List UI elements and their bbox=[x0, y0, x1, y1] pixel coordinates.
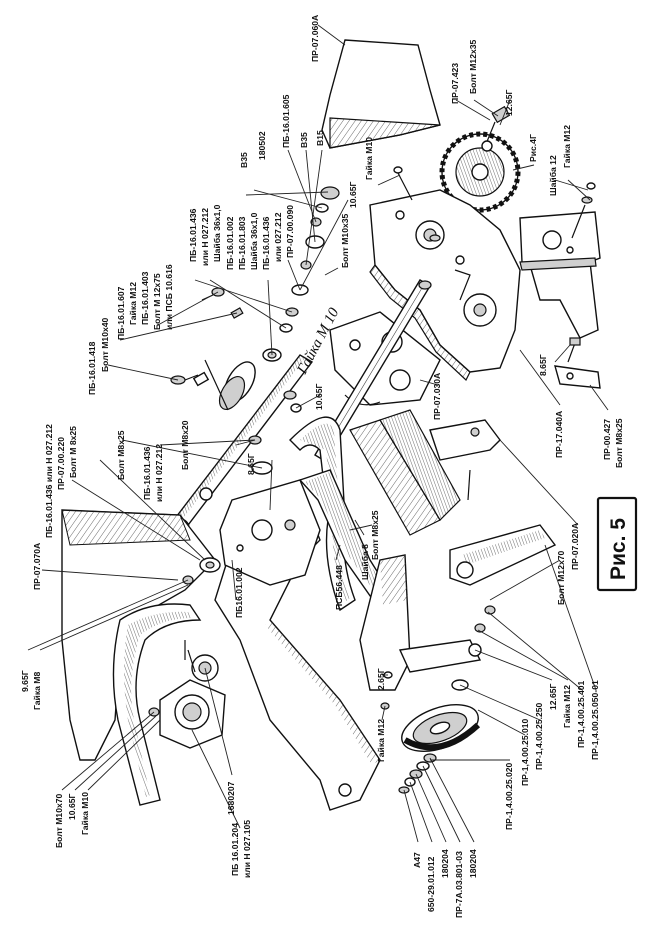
label-g1065a: 10.65Г bbox=[348, 181, 358, 208]
label-shaiba8: Шайба 8 bbox=[360, 544, 370, 580]
label-g1265b: 12.65Г bbox=[548, 683, 558, 710]
label-pr140025010: ПР-1,4.00.25.010 bbox=[520, 718, 530, 786]
label-pr07070a: ПР-07.070А bbox=[32, 543, 42, 590]
lever-lower bbox=[398, 623, 486, 673]
label-g1265a: 12.65Г bbox=[504, 89, 514, 116]
label-pr07060a: ПР-07.060А bbox=[310, 15, 320, 62]
figure-label-box: Рис. 5 bbox=[596, 496, 638, 592]
label-b35: В35 bbox=[239, 152, 249, 168]
label-pr07423: ПР-07.423 bbox=[450, 63, 460, 104]
label-pr7a03801: ПР-7А.03.801-03 bbox=[454, 851, 464, 918]
label-pb1601436d: ПБ-16.01.436 bbox=[142, 446, 152, 500]
label-a47: А47 bbox=[412, 852, 422, 868]
part-labels: ПР-07.060А ПР-07.423 Болт М12х35 12.65Г … bbox=[20, 15, 624, 918]
label-g1065c: 10.65Г bbox=[67, 793, 77, 820]
label-g865a: 8.65Г bbox=[538, 354, 548, 376]
label-pr140025020: ПР-1,4.00.25.020 bbox=[504, 762, 514, 830]
label-boltm10x35: Болт М10х35 bbox=[340, 213, 350, 268]
right-bracket bbox=[519, 182, 601, 339]
label-n6502901012: 650-29.01.012 bbox=[426, 856, 436, 912]
bolt-m12x35 bbox=[481, 105, 511, 152]
label-g865b: 8.65Г bbox=[246, 453, 256, 475]
label-b35b: В35 bbox=[299, 132, 309, 148]
label-pb1601436a: ПБ-16.01.436 bbox=[188, 208, 198, 262]
hatched-beams bbox=[349, 409, 501, 536]
label-pb1601403: ПБ-16.01.403 bbox=[140, 271, 150, 325]
label-pb1601803: ПБ-16.01.803 bbox=[237, 216, 247, 270]
label-pb1601436c: ПБ-16.01.436 или Н 027.212 bbox=[44, 424, 54, 538]
lower-beam bbox=[359, 554, 411, 691]
label-gaikam12a: Гайка М12 bbox=[562, 125, 572, 168]
label-boltm8x25b: Болт М 8х25 bbox=[68, 426, 78, 478]
label-pb1601002b: ПБ16.01.002 bbox=[234, 567, 244, 618]
label-pb1601605: ПБ-16.01.605 bbox=[281, 94, 291, 148]
figure-label: Рис. 5 bbox=[607, 518, 630, 580]
label-boltm8x25a: Болт М8х25 bbox=[614, 418, 624, 468]
label-pr07030a: ПР-07.030А bbox=[432, 373, 442, 420]
label-boltm8x25d: Болт М8х25 bbox=[370, 510, 380, 560]
chain-guide bbox=[289, 416, 356, 612]
label-ilih027105: или Н 027.105 bbox=[242, 820, 252, 878]
label-g965: 9.65Г bbox=[20, 670, 30, 692]
label-boltm8x25c: Болт М8х25 bbox=[116, 430, 126, 480]
label-ilipsb16616: или ПСБ 10.616 bbox=[164, 264, 174, 330]
label-g265: 2.65Г bbox=[376, 668, 386, 690]
label-pr00427: ПР-00.427 bbox=[602, 419, 612, 460]
label-boltm10x70: Болт М10х70 bbox=[54, 793, 64, 848]
label-gaikam10b: Гайка М10 bbox=[80, 792, 90, 835]
label-shaiba12: Шайба 12 bbox=[548, 155, 558, 196]
label-shaiba36b: Шайба 36х1,0 bbox=[249, 212, 259, 270]
label-ilih027212b: или 027.212 bbox=[273, 212, 283, 262]
parts-illustration bbox=[61, 39, 601, 811]
label-gaikam12b: Гайка М12 bbox=[128, 282, 138, 325]
label-gaikam8: Гайка М8 bbox=[32, 672, 42, 710]
label-pr0700220: ПР-07.00.220 bbox=[56, 437, 66, 490]
label-pr140025250: ПР-1,4.00.25.250 bbox=[534, 702, 544, 770]
cover-plate bbox=[321, 39, 441, 149]
label-pb1601607: ПБ-16.01.607 bbox=[116, 286, 126, 340]
lever-arm bbox=[449, 524, 557, 615]
label-pr140025050: ПР-1,4.00.25.050-01 bbox=[590, 680, 600, 760]
label-ris4g: Рис.4Г bbox=[528, 134, 538, 162]
label-pb1601418: ПБ-16.01.418 bbox=[87, 341, 97, 395]
gearbox-housing bbox=[369, 189, 521, 381]
label-n1680207: 1680207 bbox=[226, 781, 236, 815]
leader-lines bbox=[27, 24, 609, 843]
label-pb1601002a: ПБ-16.01.002 bbox=[225, 216, 235, 270]
label-n180204b: 180204 bbox=[468, 849, 478, 878]
label-pb1601436b: ПБ-16.01.436 bbox=[261, 216, 271, 270]
label-n180204a: 180204 bbox=[440, 849, 450, 878]
label-pr07020a: ПР-07.020А bbox=[570, 523, 580, 570]
label-boltm12x35: Болт М12х35 bbox=[468, 39, 478, 94]
label-gaikam12c: Гайка М12 bbox=[562, 685, 572, 728]
flange-bearing bbox=[159, 640, 226, 749]
v-belt-pulley bbox=[401, 679, 481, 752]
label-b15: В15 bbox=[315, 130, 325, 146]
label-pr0700090: ПР-07.00.090 bbox=[285, 205, 295, 258]
label-gaikam12d: Гайка М12 bbox=[376, 719, 386, 762]
small-plate bbox=[554, 337, 601, 389]
label-boltm12x75: Болт М 12х75 bbox=[152, 273, 162, 330]
pulley-upper bbox=[204, 359, 256, 411]
label-boltm12x70: Болт М12х70 bbox=[556, 550, 566, 605]
label-shaiba36a: Шайба 36х1,0 bbox=[212, 204, 222, 262]
label-n180502: 180502 bbox=[257, 131, 267, 160]
sprocket bbox=[439, 131, 521, 213]
label-g1065b: 10.65Г bbox=[314, 383, 324, 410]
label-boltm8x20: Болт М8х20 bbox=[180, 420, 190, 470]
label-pb1601204: ПБ 16.01.204 bbox=[230, 823, 240, 876]
curved-arm bbox=[112, 603, 202, 806]
label-pr1400025401: ПР-1,4.00.25.401 bbox=[576, 680, 586, 748]
mid-plate bbox=[219, 479, 321, 586]
label-boltm10x40: Болт М10х40 bbox=[100, 317, 110, 372]
label-pr17040a: ПР-17.040А bbox=[554, 411, 564, 458]
label-ilih027212c: или Н 027.212 bbox=[154, 444, 164, 502]
label-psb56448: ПСБ56.448 bbox=[334, 565, 344, 610]
label-gaikam10: Гайка М10 bbox=[364, 137, 374, 180]
label-ilih027212a: или Н 027.212 bbox=[200, 208, 210, 266]
